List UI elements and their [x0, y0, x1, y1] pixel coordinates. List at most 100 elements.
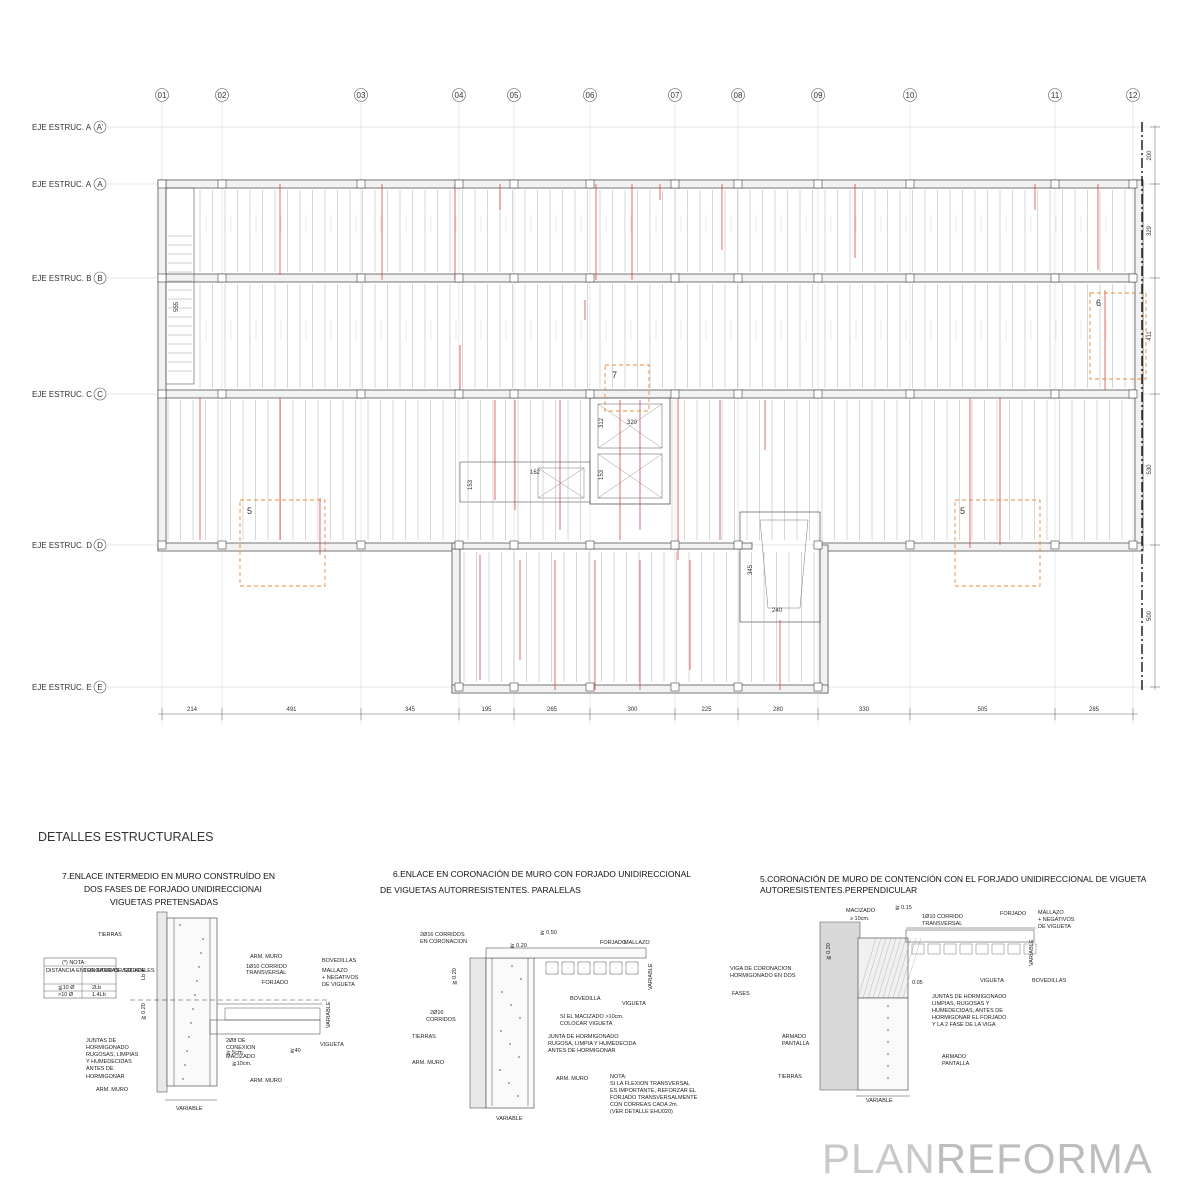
details-title: DETALLES ESTRUCTURALES	[38, 830, 214, 844]
grid-column-label: 04	[455, 91, 464, 100]
grid-column-bubble	[583, 88, 597, 102]
column	[1050, 389, 1060, 399]
hatch	[882, 937, 902, 999]
bottom-dimension: 345	[405, 707, 416, 713]
wall-lower-left	[451, 544, 461, 694]
detail-5-bovedilla	[1023, 943, 1037, 955]
column	[905, 273, 915, 283]
detail-7-o10: 1Ø10 CORRIDO	[246, 964, 288, 970]
detail-6-bovedilla	[561, 961, 575, 975]
detail-6-forjado: FORJADO	[600, 940, 627, 946]
column	[733, 179, 743, 189]
detail-5-d005: 0.05	[912, 980, 923, 986]
detail-6-o16d: CORRIDOS	[426, 1017, 456, 1023]
detail-6-note: ES IMPORTANTE, REFORZAR EL	[610, 1088, 696, 1094]
detail-5-title: AUTORESISTENTES.PERPENDICULAR	[760, 885, 917, 895]
detail-6-tierras: TIERRAS	[412, 1034, 436, 1040]
grid-column-label: 07	[671, 91, 680, 100]
column	[509, 273, 519, 283]
brand-logo: PLANREFORMA	[822, 1138, 1153, 1180]
concrete-dot	[509, 1043, 511, 1045]
detail-callout-number: 5	[960, 506, 965, 516]
beam-c	[165, 389, 1136, 399]
detail-5-forjado: FORJADO	[1000, 911, 1027, 917]
concrete-dot	[186, 1050, 188, 1052]
brand-part-2: REFORMA	[935, 1135, 1153, 1182]
concrete-dot	[887, 1077, 889, 1079]
table-title: (*) NOTA:	[62, 960, 86, 966]
detail-6-bovedilla	[545, 961, 559, 975]
detail-6-slab	[485, 947, 647, 959]
detail-5-mallazo2: + NEGATIVOS	[1038, 917, 1075, 923]
detail-5-d015: ≧ 0.15	[895, 905, 912, 911]
column	[585, 273, 595, 283]
grid-column-bubble	[354, 88, 368, 102]
detail-5-armado3: ARMADO	[942, 1054, 967, 1060]
detail-7-macizado: MACIZADO	[226, 1054, 256, 1060]
wall-d-right	[819, 542, 1144, 552]
detail-6-junta1: JUNTA DE HORMIGONADO	[548, 1034, 619, 1040]
detail-5-macizado_val: ≥ 10cm.	[850, 916, 870, 922]
detail-7-juntas2: HORMIGONADO	[86, 1045, 130, 1051]
detail-5-bovedilla	[911, 943, 925, 955]
detail-6-variable: VARIABLE	[648, 963, 654, 990]
grid-column-label: 02	[218, 91, 227, 100]
detail-5-bovedilla	[1007, 943, 1021, 955]
core-cross	[597, 403, 663, 449]
grid-column-label: 11	[1051, 91, 1060, 100]
detail-callout	[239, 499, 326, 587]
core-dimension: 312	[599, 417, 605, 428]
concrete-dot	[520, 978, 522, 980]
column	[905, 540, 915, 550]
grid-row-bubble	[93, 177, 107, 191]
column	[813, 682, 823, 692]
column	[356, 179, 366, 189]
hatch	[897, 937, 917, 999]
column	[905, 179, 915, 189]
detail-7-wall	[166, 917, 218, 1087]
concrete-dot	[887, 1017, 889, 1019]
detail-6-o16a: 2Ø16 CORRIDOS	[420, 932, 465, 938]
grid-column-label: 05	[510, 91, 519, 100]
detail-6-note: SI LA FLEXION TRANSVERSAL	[610, 1081, 690, 1087]
column	[509, 682, 519, 692]
column	[813, 389, 823, 399]
detail-7-v020: ≧ 0.20	[141, 1003, 147, 1020]
core-cross	[537, 467, 585, 499]
grid-column-label: 03	[357, 91, 366, 100]
grid-column-bubble	[452, 88, 466, 102]
concrete-dot	[887, 1005, 889, 1007]
detail-6-arm_muro: ARM. MURO	[412, 1060, 445, 1066]
detail-5-bovedilla	[991, 943, 1005, 955]
core-void-a	[597, 403, 663, 449]
column	[585, 179, 595, 189]
detail-6-macizado1: SI EL MACIZADO >10cm.	[560, 1014, 624, 1020]
hatch	[877, 937, 897, 999]
detail-5-armado4: PANTALLA	[942, 1061, 970, 1067]
column	[454, 389, 464, 399]
column	[157, 540, 167, 550]
concrete-dot	[190, 1022, 192, 1024]
detail-6-bovedilla: BOVEDILLA	[570, 996, 601, 1002]
grid-row-id: E	[97, 683, 102, 692]
bottom-dimension: 330	[859, 707, 870, 713]
detail-7-juntas1: JUNTAS DE	[86, 1038, 116, 1044]
core-small	[459, 461, 591, 503]
wall-d-left	[157, 542, 459, 552]
detail-6-mallazo: MALLAZO	[624, 940, 650, 946]
hatch	[892, 937, 912, 999]
core-box	[589, 397, 671, 505]
grid-row-label: EJE ESTRUC. D	[32, 541, 92, 550]
detail-5-wall	[857, 997, 909, 1091]
grid-row-bubble	[93, 680, 107, 694]
grid-row-label: EJE ESTRUC. A	[32, 180, 92, 189]
column	[670, 540, 680, 550]
bottom-dimension: 280	[773, 707, 784, 713]
detail-callout	[1089, 292, 1147, 380]
stair-dimension: 555	[174, 301, 180, 312]
detail-6-junta2: RUGOSA, LIMPIA Y HUMEDECIDA	[548, 1041, 636, 1047]
detail-5-bovedilla	[927, 943, 941, 955]
grid-row-id: B	[97, 274, 102, 283]
detail-6-note: CON CORREAS CADA 2m.	[610, 1102, 679, 1108]
grid-column-label: 12	[1129, 91, 1138, 100]
